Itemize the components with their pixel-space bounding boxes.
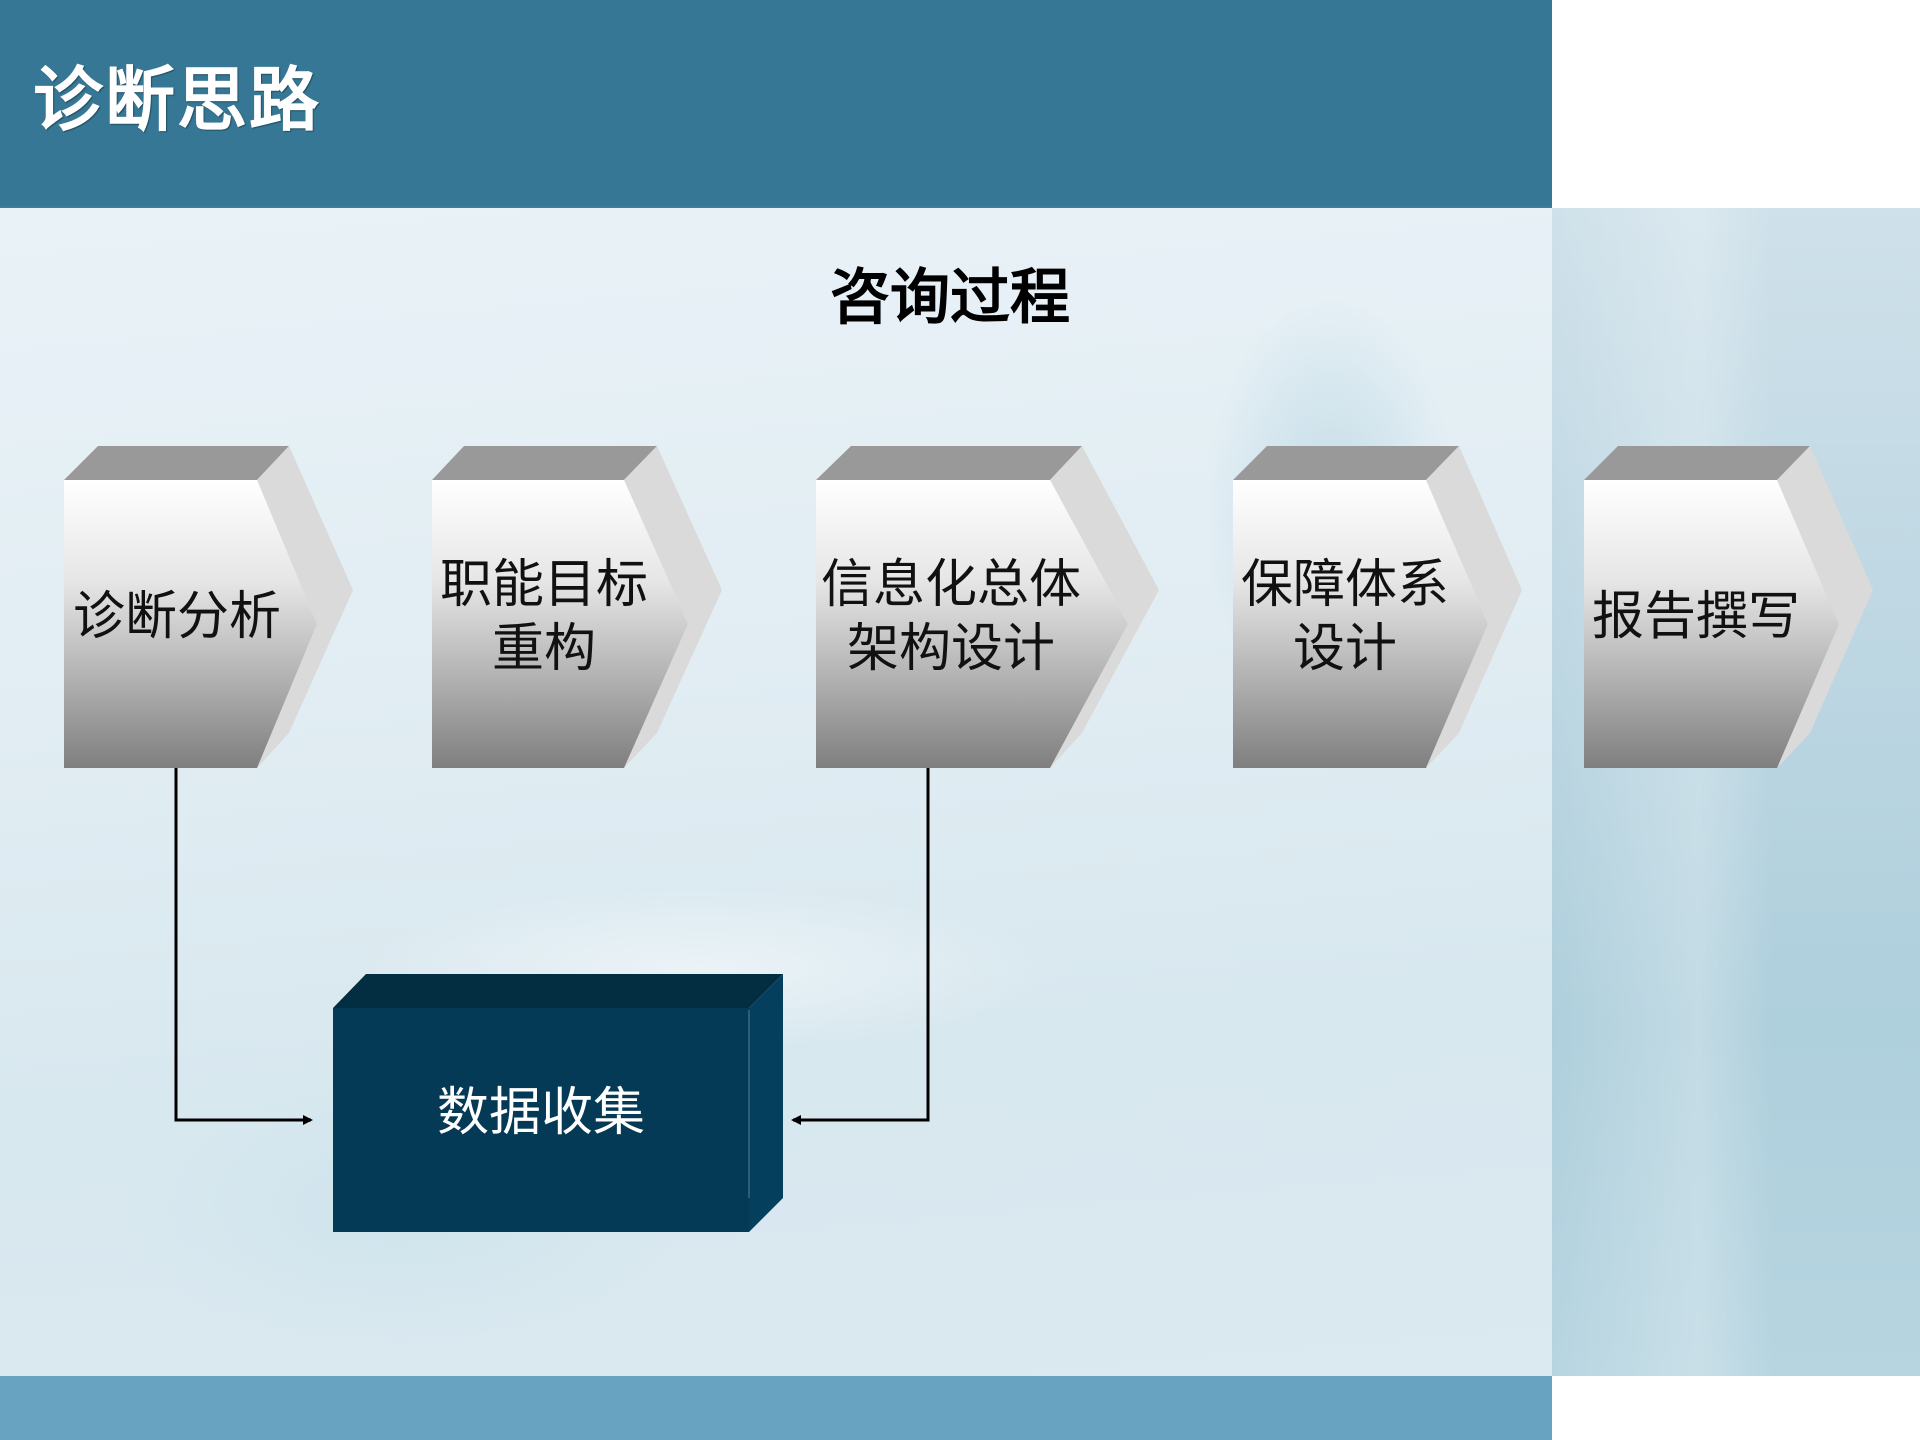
step-chevron-2 [432, 446, 722, 768]
top-right-blank [1552, 0, 1920, 208]
step-label-diagnosis-analysis: 诊断分析 [72, 587, 281, 647]
step-chevron-5 [1584, 446, 1873, 768]
header-bar: 诊断思路 [0, 0, 1552, 208]
footer-right-blank [1552, 1376, 1920, 1440]
page-title: 诊断思路 [33, 59, 321, 141]
step-label-function-goal: 职能目标 重构 [439, 555, 648, 679]
connector-left [174, 768, 313, 1125]
data-collection-label: 数据收集 [436, 1083, 645, 1143]
step-label-it-architecture: 信息化总体 架构设计 [820, 555, 1081, 679]
connector-right [791, 768, 930, 1125]
footer-bar [0, 1376, 1552, 1440]
step-label-support-system: 保障体系 设计 [1240, 555, 1449, 679]
data-collection-box [333, 974, 783, 1232]
step-label-report-writing: 报告撰写 [1591, 587, 1800, 647]
step-chevron-3 [816, 446, 1159, 768]
step-chevron-1 [64, 446, 353, 768]
diagram-title: 咨询过程 [830, 263, 1070, 333]
right-panel [1552, 208, 1920, 1376]
step-chevron-4 [1233, 446, 1522, 768]
